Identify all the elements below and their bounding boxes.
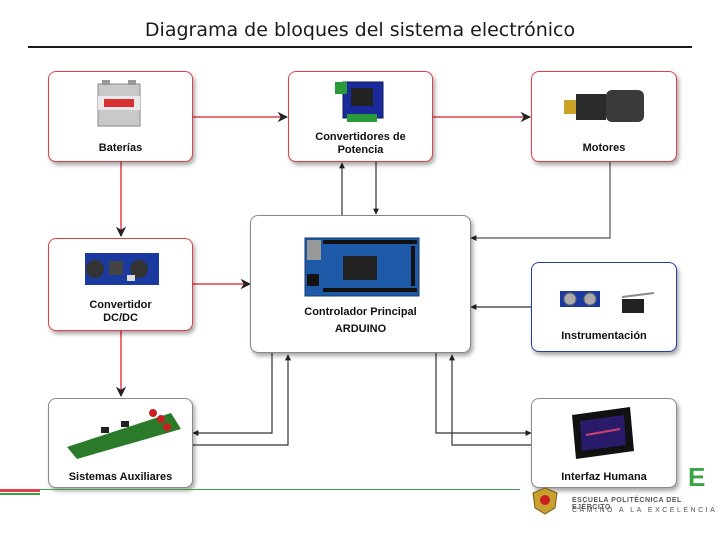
arrow-motores-to-controlador [470, 162, 611, 241]
block-label: Motores [582, 142, 626, 154]
institution-logo-letter: E [688, 462, 706, 492]
page-title: Diagrama de bloques del sistema electrón… [144, 19, 576, 41]
aux-board-image [67, 409, 181, 459]
title-bar: Diagrama de bloques del sistema electrón… [0, 0, 720, 48]
block-label: Baterías [98, 142, 143, 154]
footer-red-stripe [0, 489, 40, 492]
block-label: Interfaz Humana [561, 471, 647, 483]
block-baterias: Baterías [48, 71, 193, 162]
block-motores: Motores [531, 71, 677, 162]
block-label-line: Controlador Principal [304, 306, 417, 318]
block-controlador-principal: Controlador Principal ARDUINO [250, 215, 471, 353]
institution-motto: CAMINO A LA EXCELENCIA [572, 507, 718, 514]
block-interfaz-humana: Interfaz Humana [531, 398, 677, 488]
block-label: Controlador Principal ARDUINO [251, 306, 470, 336]
arrow-controlador-to-interfaz [435, 353, 532, 436]
footer-green-line [40, 489, 520, 490]
block-label-line: Potencia [337, 144, 384, 156]
motor-image [564, 90, 644, 122]
block-label: Instrumentación [561, 330, 647, 342]
block-label: Sistemas Auxiliares [68, 471, 173, 483]
institution-seal-icon [532, 487, 558, 515]
power-driver-image [335, 81, 384, 122]
footer-green-stripe [0, 493, 40, 495]
block-label-line: Convertidor [89, 299, 152, 311]
block-instrumentacion: Instrumentación [531, 262, 677, 352]
block-convertidor-dcdc: Convertidor DC/DC [48, 238, 193, 331]
dcdc-board-image [85, 253, 159, 285]
block-label-line: Convertidores de [315, 131, 406, 143]
arduino-board-image [304, 237, 420, 297]
block-convertidores-potencia: Convertidores de Potencia [288, 71, 433, 162]
arrow-controlador-to-auxiliares [192, 353, 273, 436]
hmi-screen-image [572, 407, 634, 459]
institution-name: ESCUELA POLITÉCNICA DEL EJÉRCITO [572, 497, 682, 511]
block-label-line: DC/DC [103, 312, 138, 324]
title-underline [28, 46, 692, 48]
switch-image [621, 292, 655, 313]
arrow-auxiliares-to-controlador [193, 354, 291, 446]
sensor-image [560, 291, 600, 307]
block-label-line: ARDUINO [334, 323, 387, 335]
battery-image [97, 80, 141, 127]
block-sistemas-auxiliares: Sistemas Auxiliares [48, 398, 193, 488]
arrow-interfaz-to-controlador [449, 354, 531, 446]
block-label: Convertidores de Potencia [289, 131, 432, 157]
block-label: Convertidor DC/DC [49, 299, 192, 325]
